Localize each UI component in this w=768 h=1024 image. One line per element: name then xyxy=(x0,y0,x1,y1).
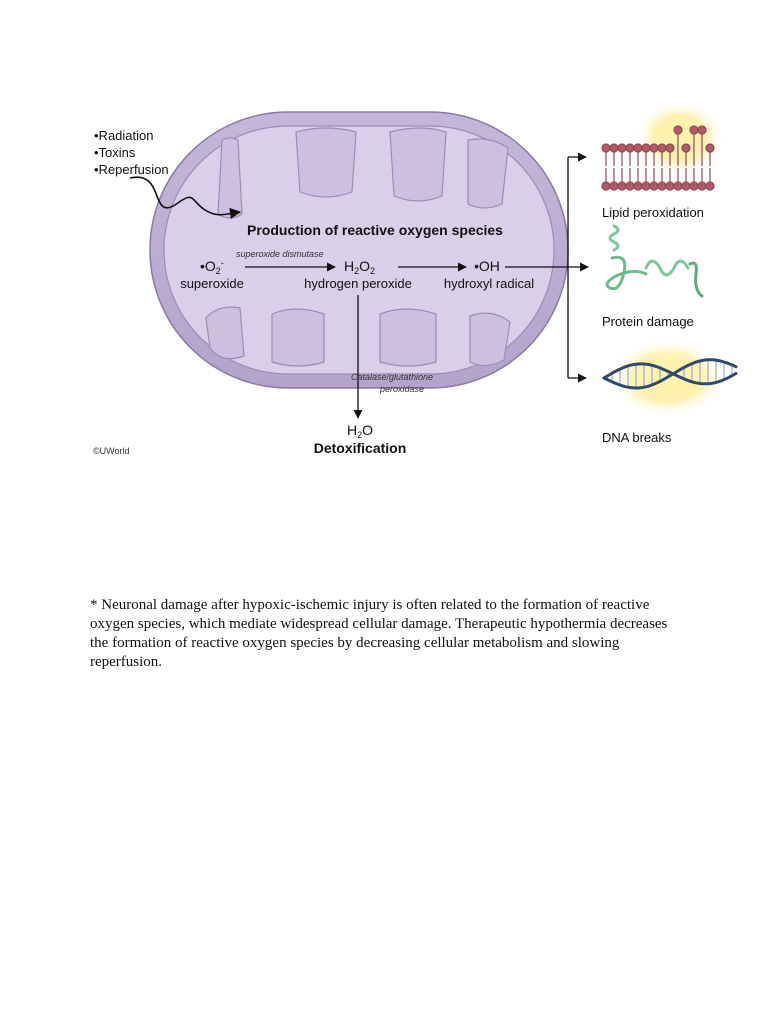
lipid-head xyxy=(649,143,659,153)
lipid-head xyxy=(665,181,675,191)
lipid-head xyxy=(601,143,611,153)
lipid-head xyxy=(681,143,691,153)
cristae-top xyxy=(217,127,509,219)
trigger-reperfusion: •Reperfusion xyxy=(94,162,169,177)
diagram-title: Production of reactive oxygen species xyxy=(247,222,503,238)
outcome-protein-damage: Protein damage xyxy=(602,314,694,329)
dna-image xyxy=(602,338,738,418)
lipid-head xyxy=(641,143,651,153)
outcome-dna-breaks: DNA breaks xyxy=(602,430,672,445)
detoxification-label: Detoxification xyxy=(313,440,407,456)
dna-strand xyxy=(602,358,738,390)
protein-image xyxy=(605,224,704,298)
water-formula: H2O xyxy=(347,422,374,440)
lipid-head xyxy=(657,143,667,153)
lipid-head xyxy=(633,143,643,153)
lipid-head xyxy=(601,181,611,191)
trigger-toxins: •Toxins xyxy=(94,145,136,160)
entry-arrow xyxy=(129,176,242,219)
enzyme-superoxide-dismutase: superoxide dismutase xyxy=(236,249,324,259)
outcome-lipid-peroxidation: Lipid peroxidation xyxy=(602,205,704,220)
mitochondrion-illustration xyxy=(129,100,738,419)
dna-strand xyxy=(602,362,738,386)
lipid-head xyxy=(617,181,627,191)
lipid-head xyxy=(633,181,643,191)
lipid-head xyxy=(673,181,683,191)
lipid-head xyxy=(697,125,707,135)
lipid-head xyxy=(689,181,699,191)
trigger-radiation: •Radiation xyxy=(94,128,154,143)
cristae-bottom xyxy=(205,306,511,367)
lipid-head xyxy=(673,125,683,135)
ros-diagram: •Radiation •Toxins •Reperfusion Producti… xyxy=(0,0,768,480)
lipid-head xyxy=(609,181,619,191)
lipid-head xyxy=(681,181,691,191)
caption-text: * Neuronal damage after hypoxic-ischemic… xyxy=(90,597,668,670)
lipid-head xyxy=(665,143,675,153)
lipid-head xyxy=(705,181,715,191)
hydroxyl-formula: •OH xyxy=(474,258,500,274)
superoxide-formula: •O2- xyxy=(200,258,224,276)
lipid-head xyxy=(697,181,707,191)
superoxide-name: superoxide xyxy=(180,276,244,291)
copyright: ©UWorld xyxy=(93,446,130,456)
lipid-head xyxy=(705,143,715,153)
h2o2-name: hydrogen peroxide xyxy=(304,276,412,291)
hydroxyl-name: hydroxyl radical xyxy=(443,276,535,291)
lipid-head xyxy=(657,181,667,191)
enzyme-catalase-line2: peroxidase xyxy=(379,384,425,394)
lipid-head xyxy=(625,143,635,153)
h2o2-formula: H2O2 xyxy=(344,258,376,276)
lipid-head xyxy=(689,125,699,135)
lipid-head xyxy=(625,181,635,191)
enzyme-catalase-line1: Catalase/glutathione xyxy=(350,372,434,382)
outcome-bracket xyxy=(567,152,587,383)
lipid-head xyxy=(641,181,651,191)
lipid-head xyxy=(609,143,619,153)
inner-matrix xyxy=(163,125,555,375)
lipid-head xyxy=(617,143,627,153)
lipid-head xyxy=(649,181,659,191)
lipid-bilayer-image xyxy=(601,100,725,191)
